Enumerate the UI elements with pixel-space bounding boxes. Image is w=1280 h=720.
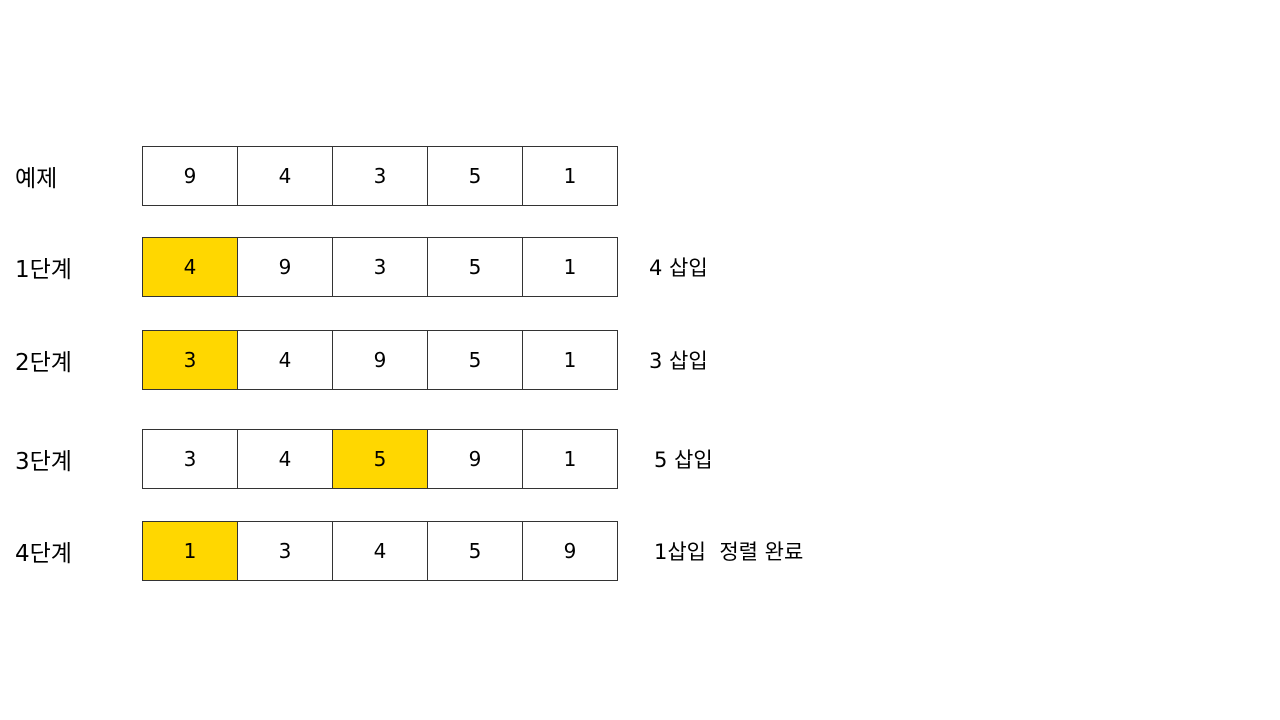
step-note: 5 삽입	[654, 448, 713, 472]
array-cell: 9	[143, 147, 238, 205]
array-cells: 1 3 4 5 9	[142, 521, 618, 581]
array-cell: 4	[238, 331, 333, 389]
array-cell: 1	[523, 331, 618, 389]
array-cell: 3	[333, 238, 428, 296]
array-cell: 9	[523, 522, 618, 580]
row-label: 2단계	[15, 350, 72, 376]
row-label: 3단계	[15, 449, 72, 475]
array-cell: 5	[428, 238, 523, 296]
array-cells: 3 4 5 9 1	[142, 429, 618, 489]
row-example: 예제 9 4 3 5 1	[0, 146, 1280, 206]
array-cells: 3 4 9 5 1	[142, 330, 618, 390]
array-cell: 1	[523, 430, 618, 488]
array-cell: 5	[428, 147, 523, 205]
array-cell: 3	[238, 522, 333, 580]
array-cell: 3	[333, 147, 428, 205]
array-cell: 5	[333, 430, 428, 488]
array-cell: 1	[523, 238, 618, 296]
array-cells: 4 9 3 5 1	[142, 237, 618, 297]
row-label: 1단계	[15, 257, 72, 283]
row-step-3: 3단계 3 4 5 9 1 5 삽입	[0, 429, 1280, 489]
row-label: 예제	[15, 166, 58, 192]
row-label: 4단계	[15, 541, 72, 567]
step-note: 4 삽입	[649, 256, 708, 280]
array-cell: 4	[238, 430, 333, 488]
array-cell: 5	[428, 522, 523, 580]
row-step-4: 4단계 1 3 4 5 9 1삽입 정렬 완료	[0, 521, 1280, 581]
array-cell: 3	[143, 331, 238, 389]
array-cell: 9	[428, 430, 523, 488]
row-step-1: 1단계 4 9 3 5 1 4 삽입	[0, 237, 1280, 297]
step-note: 3 삽입	[649, 349, 708, 373]
step-note: 1삽입 정렬 완료	[654, 540, 804, 564]
array-cell: 4	[143, 238, 238, 296]
array-cell: 9	[238, 238, 333, 296]
array-cell: 1	[523, 147, 618, 205]
row-step-2: 2단계 3 4 9 5 1 3 삽입	[0, 330, 1280, 390]
array-cell: 1	[143, 522, 238, 580]
array-cell: 4	[238, 147, 333, 205]
array-cell: 5	[428, 331, 523, 389]
array-cell: 3	[143, 430, 238, 488]
array-cell: 4	[333, 522, 428, 580]
array-cells: 9 4 3 5 1	[142, 146, 618, 206]
array-cell: 9	[333, 331, 428, 389]
